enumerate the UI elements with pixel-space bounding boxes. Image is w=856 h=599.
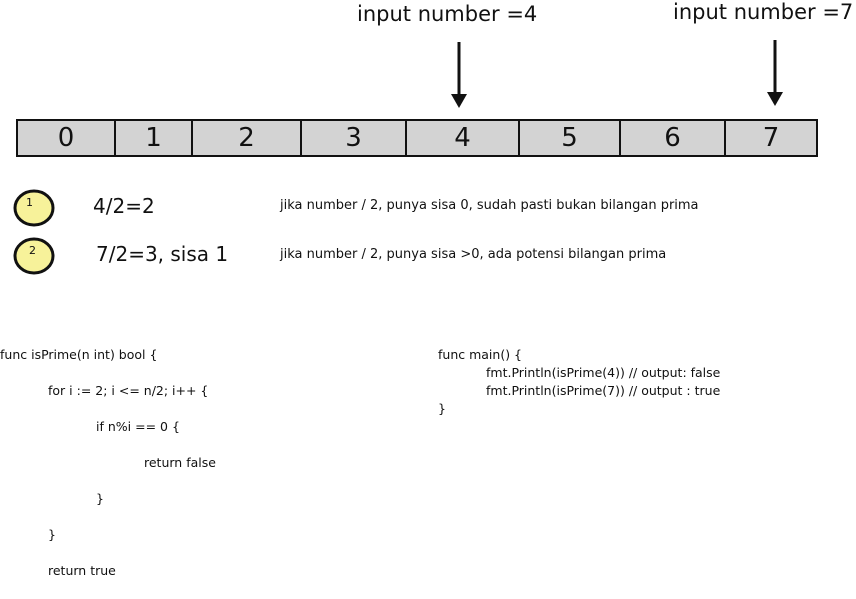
input-number-7-label: input number =7 xyxy=(673,0,854,24)
step-2-note: jika number / 2, punya sisa >0, ada pote… xyxy=(280,247,667,262)
code-line: for i := 2; i <= n/2; i++ { xyxy=(48,383,209,398)
array-cell-6: 6 xyxy=(619,121,724,155)
code-line: } xyxy=(96,491,104,506)
step-1-note: jika number / 2, punya sisa 0, sudah pas… xyxy=(280,198,699,213)
code-line: fmt.Println(isPrime(4)) // output: false xyxy=(486,365,721,380)
array-cell-7: 7 xyxy=(724,121,816,155)
step-1-badge xyxy=(13,189,55,227)
code-line: } xyxy=(48,527,56,542)
number-array: 0 1 2 3 4 5 6 7 xyxy=(16,119,818,157)
code-line: } xyxy=(438,401,446,416)
step-2-calculation: 7/2=3, sisa 1 xyxy=(96,242,229,266)
code-line: func isPrime(n int) bool { xyxy=(0,347,158,362)
array-cell-4: 4 xyxy=(405,121,518,155)
arrow-down-to-4 xyxy=(451,42,467,108)
arrow-down-to-7 xyxy=(767,40,783,106)
array-cell-5: 5 xyxy=(518,121,619,155)
array-cell-3: 3 xyxy=(300,121,405,155)
code-line: return false xyxy=(144,455,216,470)
code-line: func main() { xyxy=(438,347,523,362)
array-cell-0: 0 xyxy=(57,123,75,153)
input-number-4-label: input number =4 xyxy=(357,2,538,26)
step-2-badge xyxy=(13,237,55,275)
code-line: return true xyxy=(48,563,116,578)
code-line: fmt.Println(isPrime(7)) // output : true xyxy=(486,383,721,398)
array-cell-2: 2 xyxy=(191,121,300,155)
step-1-number: 1 xyxy=(26,196,33,209)
step-2-number: 2 xyxy=(29,244,36,257)
code-line: if n%i == 0 { xyxy=(96,419,180,434)
step-1-calculation: 4/2=2 xyxy=(93,194,155,218)
array-cell-1: 1 xyxy=(114,121,191,155)
